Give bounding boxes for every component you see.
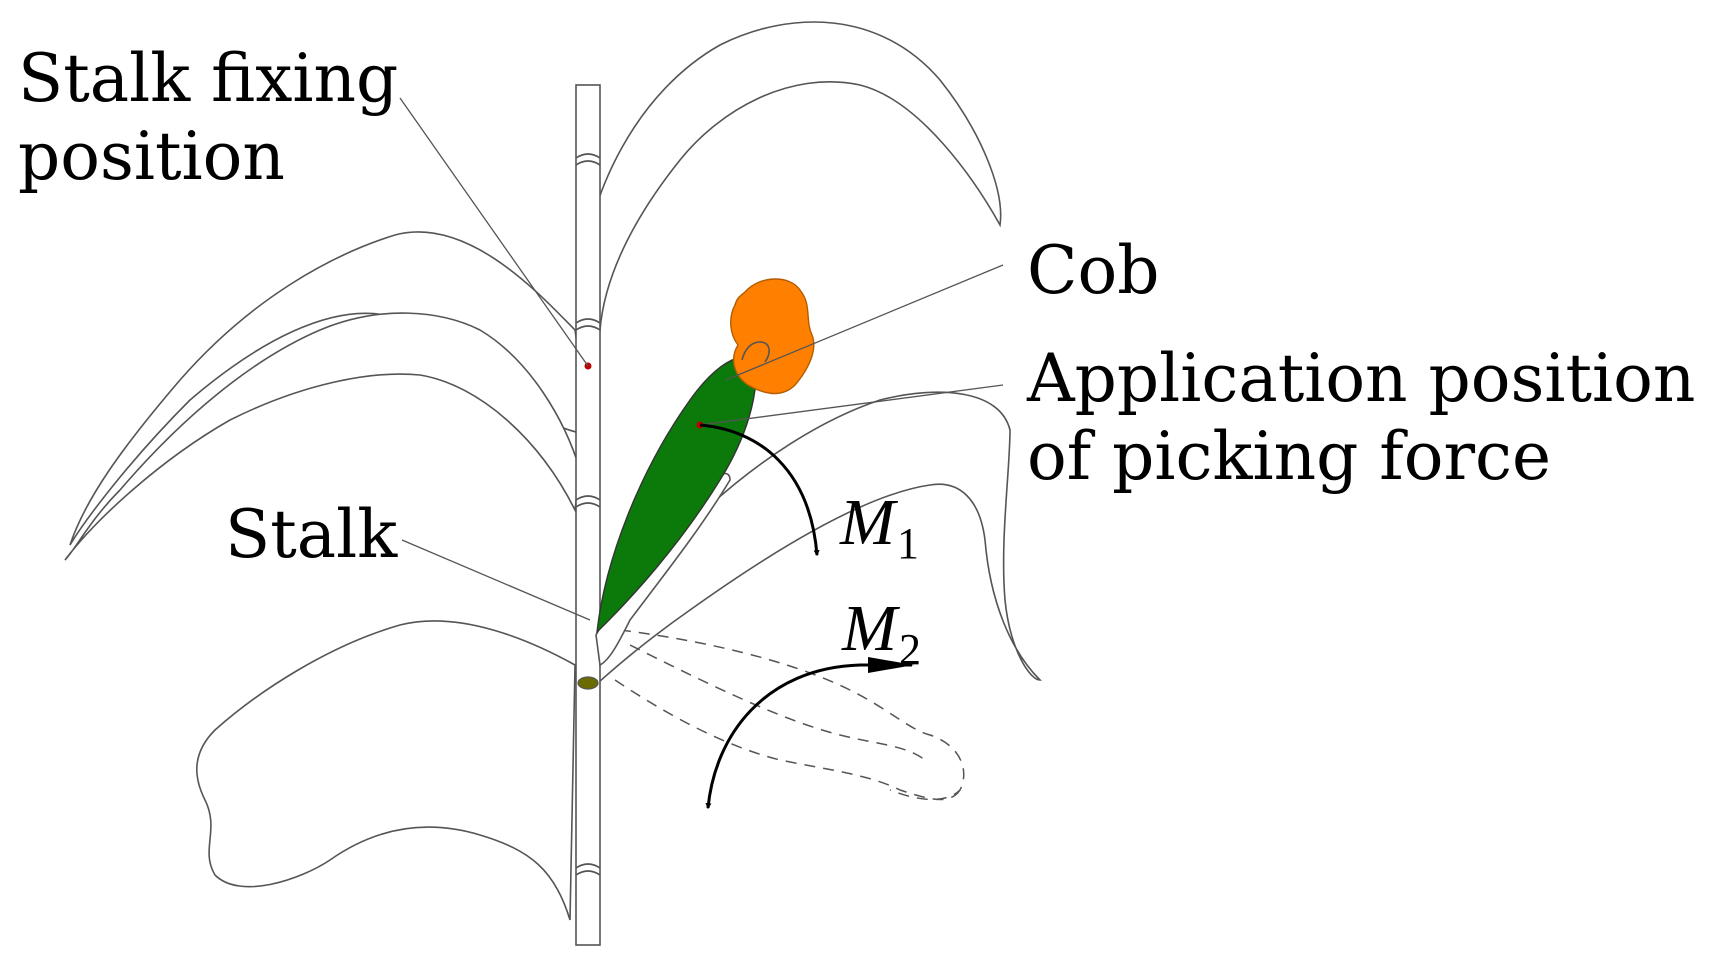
m1-symbol: M xyxy=(840,486,895,559)
label-application-line1: Application position xyxy=(1027,340,1696,417)
label-moment-m1: M1 xyxy=(840,490,919,577)
moment-m2-arrowhead xyxy=(868,657,914,673)
label-stalk-text: Stalk xyxy=(225,496,398,573)
label-cob: Cob xyxy=(1027,232,1159,310)
label-stalk: Stalk xyxy=(225,496,397,574)
label-application-position: Application position of picking force xyxy=(1027,340,1695,496)
leaf-lower-left xyxy=(196,620,576,921)
label-stalk-fixing-line2: position xyxy=(18,118,285,195)
leader-cob xyxy=(725,264,1004,381)
picked-ear-outline-mid xyxy=(629,644,926,761)
m2-subscript: 2 xyxy=(898,625,921,674)
stalk-body xyxy=(575,84,601,946)
stalk-node xyxy=(575,153,601,166)
leader-application xyxy=(699,384,1004,426)
leader-stalk xyxy=(401,539,591,621)
label-application-line2: of picking force xyxy=(1027,418,1552,495)
stalk-node xyxy=(575,863,601,876)
cob-tip-inner xyxy=(741,341,770,363)
stalk-node-marker xyxy=(577,676,599,690)
leaf-upper-right xyxy=(577,21,1002,333)
label-stalk-fixing-position: Stalk fixing position xyxy=(18,40,398,196)
label-cob-text: Cob xyxy=(1027,232,1160,309)
label-stalk-fixing-line1: Stalk fixing xyxy=(18,40,399,117)
m2-symbol: M xyxy=(842,592,897,665)
picked-ear-outline-lower xyxy=(614,679,961,801)
stalk-node xyxy=(575,318,601,331)
moment-m1-arrow xyxy=(699,423,820,557)
leaf-mid-left xyxy=(64,312,581,561)
moment-m2-arrow xyxy=(705,663,912,810)
stalk-node xyxy=(575,495,601,508)
leaf-lower-right xyxy=(579,391,1042,702)
label-moment-m2: M2 xyxy=(842,596,921,683)
cob-tip xyxy=(730,278,815,395)
picked-ear-outline xyxy=(619,629,965,801)
leader-stalk-fixing xyxy=(399,97,589,367)
m1-subscript: 1 xyxy=(896,519,919,568)
